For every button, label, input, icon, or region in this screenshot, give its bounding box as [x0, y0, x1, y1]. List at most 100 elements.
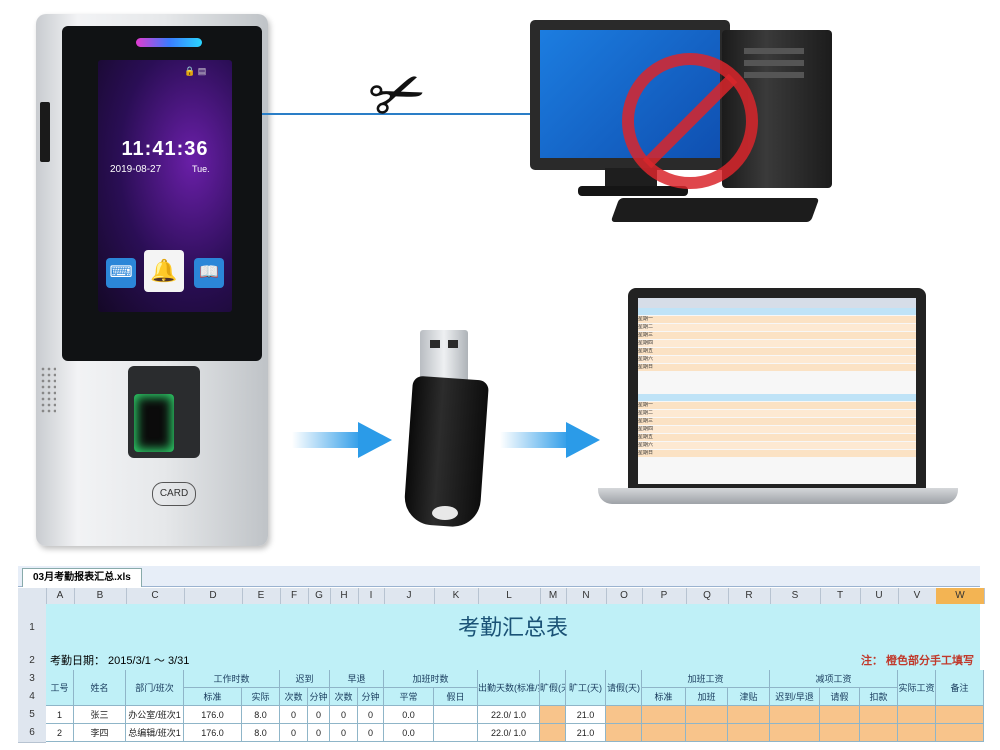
row-header-5[interactable]: 5 — [18, 706, 46, 725]
sub-actual[interactable]: 实际 — [242, 688, 280, 706]
header-real-pay[interactable]: 实际工资 — [898, 670, 936, 706]
table-row-cell[interactable]: 0 — [358, 724, 384, 742]
table-row-cell[interactable]: 0 — [308, 724, 330, 742]
row-header-4[interactable]: 4 — [18, 688, 46, 707]
sub-times[interactable]: 次数 — [330, 688, 358, 706]
table-row-cell[interactable]: 0 — [330, 724, 358, 742]
table-row-cell[interactable] — [860, 706, 898, 724]
table-row-cell[interactable] — [770, 706, 820, 724]
table-row-cell[interactable] — [434, 724, 478, 742]
fingerprint-sensor[interactable] — [134, 394, 174, 452]
table-row-cell[interactable] — [728, 706, 770, 724]
table-row-cell[interactable]: 0.0 — [384, 706, 434, 724]
table-row-cell[interactable]: 0 — [280, 706, 308, 724]
table-row-cell[interactable]: 176.0 — [184, 724, 242, 742]
table-row-cell[interactable] — [606, 706, 642, 724]
column-header-n[interactable]: N — [566, 588, 607, 604]
table-row-cell[interactable] — [936, 724, 984, 742]
header-remark[interactable]: 备注 — [936, 670, 984, 706]
column-header-c[interactable]: C — [126, 588, 185, 604]
sheet-title-cell[interactable]: 考勤汇总表 — [46, 604, 980, 653]
column-header-f[interactable]: F — [280, 588, 309, 604]
table-row-cell[interactable]: 176.0 — [184, 706, 242, 724]
header-ot-pay[interactable]: 加班工资 — [642, 670, 770, 688]
table-row-cell[interactable] — [860, 724, 898, 742]
table-row-cell[interactable]: 李四 — [74, 724, 126, 742]
book-icon[interactable]: 📖 — [194, 258, 224, 288]
table-row-cell[interactable] — [606, 724, 642, 742]
column-header-b[interactable]: B — [74, 588, 127, 604]
table-row-cell[interactable]: 0 — [358, 706, 384, 724]
sub-minutes[interactable]: 分钟 — [308, 688, 330, 706]
table-row-cell[interactable] — [642, 724, 686, 742]
column-header-d[interactable]: D — [184, 588, 243, 604]
table-row-cell[interactable] — [686, 706, 728, 724]
header-dept[interactable]: 部门/班次 — [126, 670, 184, 706]
column-header-v[interactable]: V — [898, 588, 937, 604]
table-row-cell[interactable]: 8.0 — [242, 706, 280, 724]
table-row-cell[interactable]: 0 — [280, 724, 308, 742]
row-header-3[interactable]: 3 — [18, 670, 46, 689]
header-name[interactable]: 姓名 — [74, 670, 126, 706]
column-header-k[interactable]: K — [434, 588, 479, 604]
table-row-cell[interactable] — [936, 706, 984, 724]
column-header-a[interactable]: A — [46, 588, 75, 604]
header-work-time[interactable]: 工作时数 — [184, 670, 280, 688]
column-header-u[interactable]: U — [860, 588, 899, 604]
column-header-s[interactable]: S — [770, 588, 821, 604]
table-row-cell[interactable] — [540, 706, 566, 724]
sub-fine[interactable]: 扣款 — [860, 688, 898, 706]
row-header-1[interactable]: 1 — [18, 604, 46, 653]
sub-holiday[interactable]: 假日 — [434, 688, 478, 706]
table-row-cell[interactable] — [642, 706, 686, 724]
table-row-cell[interactable]: 0 — [308, 706, 330, 724]
column-header-w[interactable]: W — [936, 588, 985, 604]
header-sick[interactable]: 请假(天) — [606, 670, 642, 706]
sub-bonus[interactable]: 津贴 — [728, 688, 770, 706]
keyboard-icon[interactable]: ⌨ — [106, 258, 136, 288]
column-header-p[interactable]: P — [642, 588, 687, 604]
table-row-cell[interactable]: 22.0/ 1.0 — [478, 724, 540, 742]
sub-standard-ot[interactable]: 标准 — [642, 688, 686, 706]
sub-times[interactable]: 次数 — [280, 688, 308, 706]
header-id[interactable]: 工号 — [46, 670, 74, 706]
header-absent[interactable]: 旷工(天) — [566, 670, 606, 706]
row-header-2[interactable]: 2 — [18, 652, 46, 671]
header-early[interactable]: 早退 — [330, 670, 384, 688]
table-row-cell[interactable]: 21.0 — [566, 706, 606, 724]
table-row-cell[interactable]: 办公室/班次1 — [126, 706, 184, 724]
table-row-cell[interactable] — [898, 706, 936, 724]
table-row-cell[interactable] — [820, 706, 860, 724]
column-header-o[interactable]: O — [606, 588, 643, 604]
table-row-cell[interactable] — [898, 724, 936, 742]
header-late[interactable]: 迟到 — [280, 670, 330, 688]
column-header-i[interactable]: I — [358, 588, 385, 604]
sub-leave-deduction[interactable]: 请假 — [820, 688, 860, 706]
column-header-q[interactable]: Q — [686, 588, 729, 604]
table-row-cell[interactable] — [820, 724, 860, 742]
sub-late-early[interactable]: 迟到/早退 — [770, 688, 820, 706]
table-row-cell[interactable] — [686, 724, 728, 742]
period-row[interactable]: 考勤日期： 2015/3/1 ～ 3/31 注： 橙色部分手工填写 — [46, 652, 980, 670]
sub-standard[interactable]: 标准 — [184, 688, 242, 706]
table-row-cell[interactable]: 22.0/ 1.0 — [478, 706, 540, 724]
column-header-j[interactable]: J — [384, 588, 435, 604]
table-row-cell[interactable] — [434, 706, 478, 724]
table-row-cell[interactable] — [728, 724, 770, 742]
select-all-corner[interactable] — [18, 588, 47, 604]
bell-icon[interactable]: 🔔 — [144, 250, 184, 292]
sub-normal[interactable]: 平常 — [384, 688, 434, 706]
header-leave[interactable]: 旷假(天) — [540, 670, 566, 706]
header-overtime[interactable]: 加班时数 — [384, 670, 478, 688]
table-row-cell[interactable]: 0 — [330, 706, 358, 724]
table-row-cell[interactable]: 2 — [46, 724, 74, 742]
table-row-cell[interactable]: 0.0 — [384, 724, 434, 742]
column-header-l[interactable]: L — [478, 588, 541, 604]
column-header-h[interactable]: H — [330, 588, 359, 604]
table-row-cell[interactable]: 1 — [46, 706, 74, 724]
table-row-cell[interactable]: 21.0 — [566, 724, 606, 742]
column-header-t[interactable]: T — [820, 588, 861, 604]
table-row-cell[interactable] — [770, 724, 820, 742]
sub-ot[interactable]: 加班 — [686, 688, 728, 706]
table-row-cell[interactable]: 8.0 — [242, 724, 280, 742]
